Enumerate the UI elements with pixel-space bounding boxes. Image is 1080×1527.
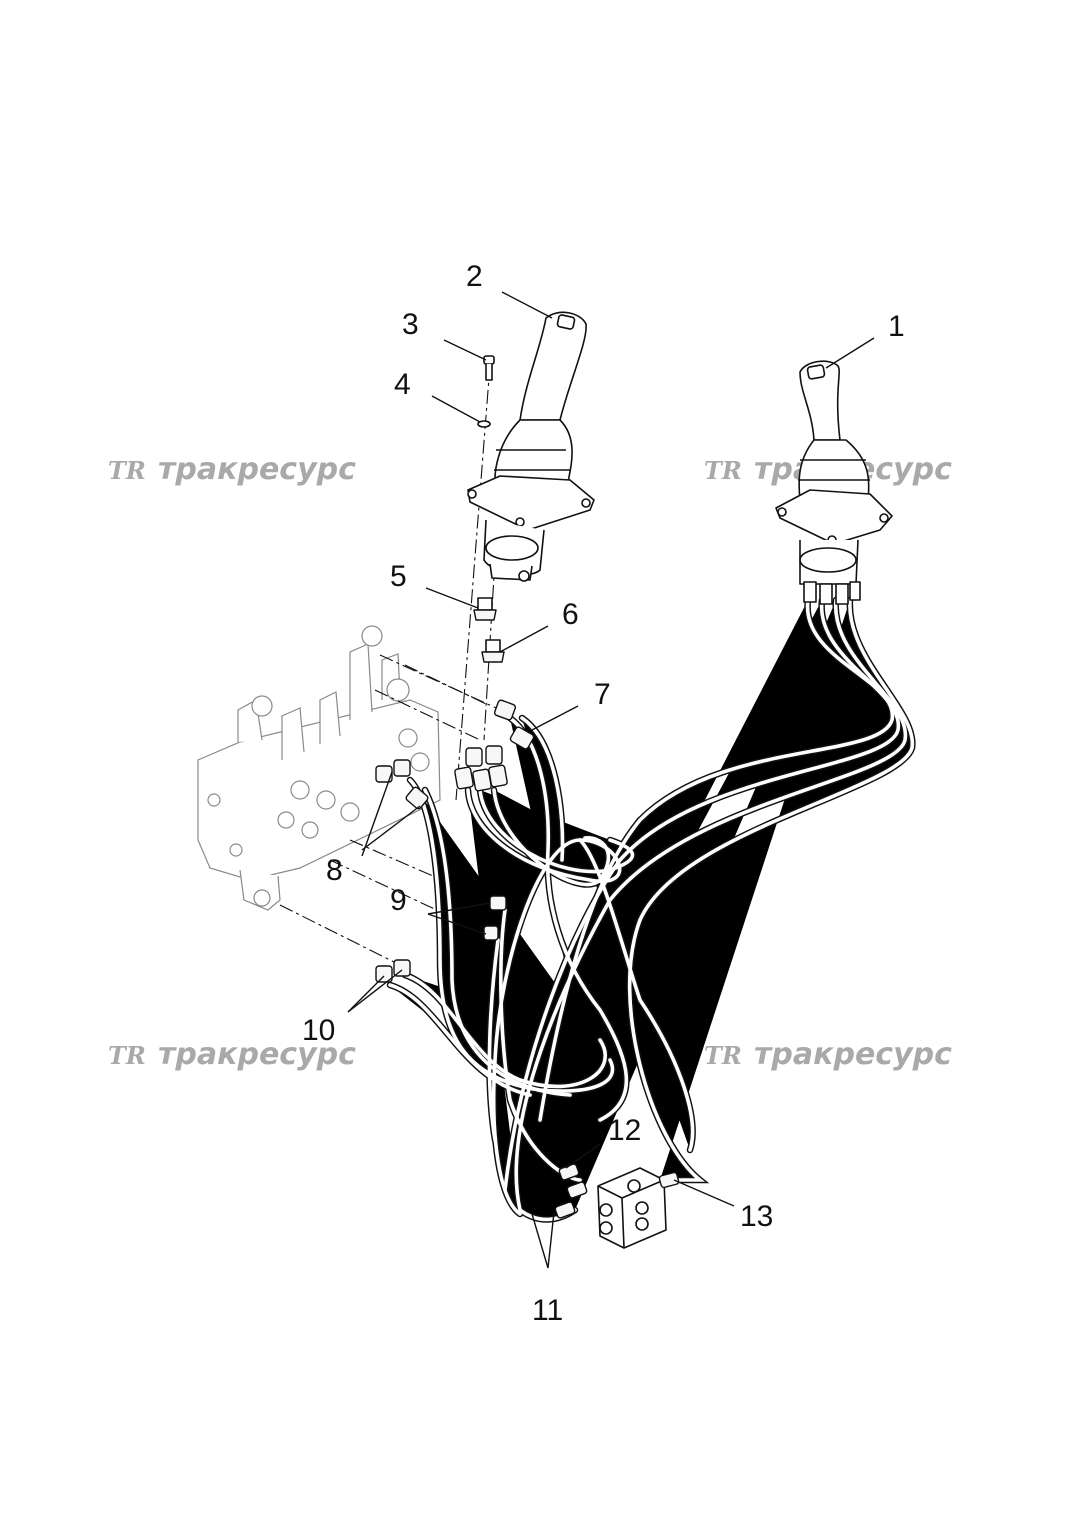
fitting-5: [473, 597, 497, 621]
watermark-logo: TR: [108, 1041, 146, 1070]
watermark-text: тракресурс: [158, 452, 356, 487]
callout-7: 7: [594, 678, 611, 711]
leader-lines: [347, 291, 875, 1269]
callout-8: 8: [326, 854, 343, 887]
watermark-text: тракресурс: [754, 1037, 952, 1072]
left-joystick: [467, 311, 595, 582]
watermark-text: тракресурс: [158, 1037, 356, 1072]
callout-1: 1: [888, 310, 905, 343]
washer: [477, 420, 491, 428]
watermark-top-left: TR тракресурс: [108, 452, 356, 487]
callout-3: 3: [402, 308, 419, 341]
watermark-bottom-right: TR тракресурс: [704, 1037, 952, 1072]
assembly-center-lines: [279, 364, 506, 966]
callout-11: 11: [532, 1294, 563, 1327]
shuttle-valve: [554, 1163, 680, 1249]
watermark-logo: TR: [704, 456, 742, 485]
callout-2: 2: [466, 260, 483, 293]
fitting-6: [481, 639, 505, 663]
callout-4: 4: [394, 368, 411, 401]
callout-13: 13: [740, 1200, 773, 1233]
callout-9: 9: [390, 884, 407, 917]
callout-12: 12: [608, 1114, 641, 1147]
right-joystick: [775, 360, 893, 605]
watermark-bottom-left: TR тракресурс: [108, 1037, 356, 1072]
callout-10: 10: [302, 1014, 335, 1047]
watermark-logo: TR: [108, 456, 146, 485]
watermark-logo: TR: [704, 1041, 742, 1070]
hydraulic-hoses: [390, 600, 913, 1220]
callout-6: 6: [562, 598, 579, 631]
callouts: 1 2 3 4 5 6 7 8 9 10 11 12 13: [302, 260, 905, 1327]
screw: [483, 355, 495, 381]
hose-end-fittings: [375, 699, 535, 983]
callout-5: 5: [390, 560, 407, 593]
